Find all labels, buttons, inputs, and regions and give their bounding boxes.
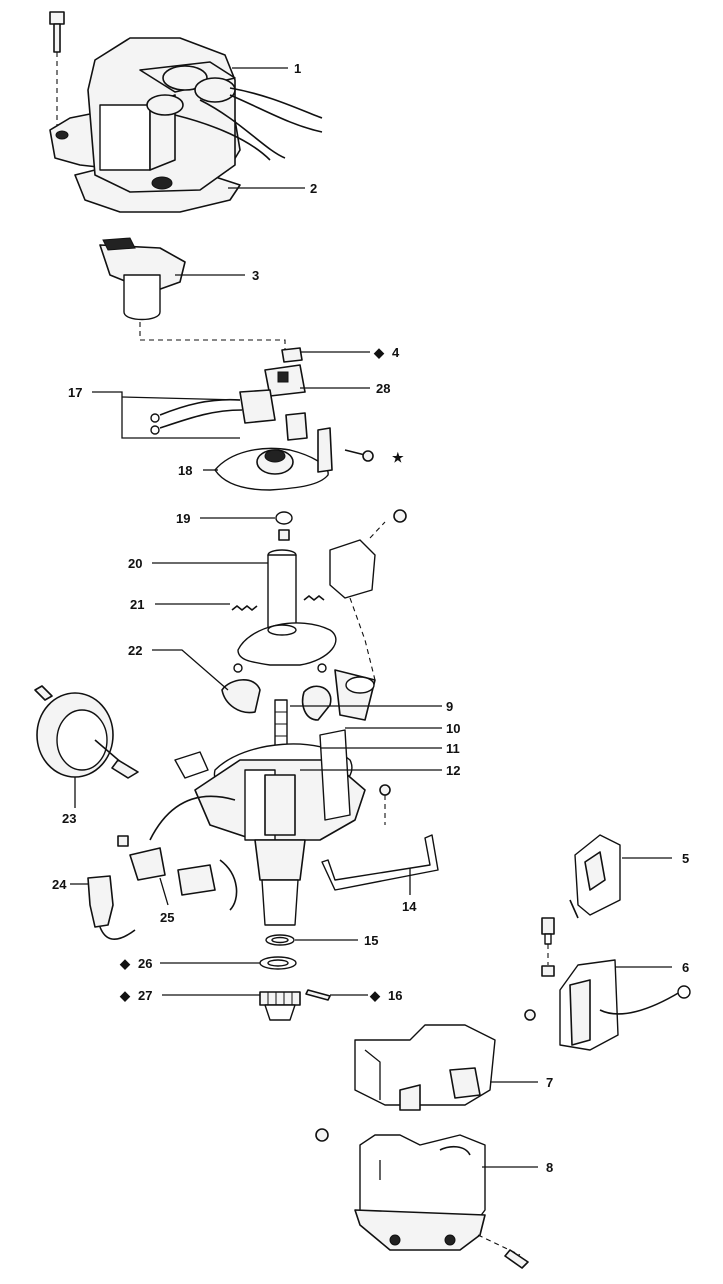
callout-22: 22: [128, 643, 142, 658]
part-26-washer: [259, 956, 297, 970]
part-21-springs: [231, 594, 325, 612]
callout-20: 20: [128, 556, 142, 571]
part-2-distributor-cap: [49, 11, 241, 213]
callout-9: 9: [446, 699, 453, 714]
callout-18: 18: [178, 463, 192, 478]
leader-25: [159, 877, 169, 906]
part-17-pickup-coil: [150, 389, 308, 441]
callout-14: 14: [402, 899, 417, 914]
callout-26: 26: [138, 956, 152, 971]
leader-22: [152, 649, 229, 691]
callout-4-diamond: ◆: [373, 345, 385, 360]
callout-2: 2: [310, 181, 317, 196]
part-24-plug: [87, 875, 136, 940]
part-1-ignition-wires: [139, 61, 323, 161]
callout-17: 17: [68, 385, 82, 400]
callout-16: 16: [388, 988, 402, 1003]
vacuum-bracket: [329, 509, 407, 681]
part-18-breaker-plate: [214, 427, 374, 491]
callout-21: 21: [130, 597, 144, 612]
callout-24: 24: [52, 877, 67, 892]
part-5-igniter-cover: [569, 834, 621, 919]
callout-12: 12: [446, 763, 460, 778]
distributor-housing: [174, 669, 391, 926]
callout-10: 10: [446, 721, 460, 736]
part-8-housing: [315, 1128, 529, 1269]
part-22-weights: [221, 663, 332, 721]
part-15-washer: [265, 934, 295, 946]
part-28-pickup-block: [264, 364, 306, 397]
callout-16-diamond: ◆: [369, 988, 381, 1003]
callout-labels: 1 2 3 ◆ 4 28 17 ★ 18 19 20 21 22 9 10 11…: [52, 61, 689, 1175]
part-7-shield: [354, 1024, 496, 1111]
part-6-igniter: [524, 917, 691, 1051]
callout-19: 19: [176, 511, 190, 526]
callout-23: 23: [62, 811, 76, 826]
leader-lines: [70, 67, 672, 1168]
callout-8: 8: [546, 1160, 553, 1175]
callout-4: 4: [392, 345, 400, 360]
callout-28: 28: [376, 381, 390, 396]
callout-27: 27: [138, 988, 152, 1003]
callout-11: 11: [446, 741, 460, 756]
part-23-vacuum-advance: [34, 685, 139, 779]
part-3-rotor: [99, 237, 186, 321]
callout-7: 7: [546, 1075, 553, 1090]
part-20-cam-shaft: [237, 549, 337, 666]
callout-25: 25: [160, 910, 174, 925]
callout-1: 1: [294, 61, 301, 76]
callout-18-star: ★: [392, 450, 404, 465]
part-14-bracket: [321, 834, 439, 891]
callout-5: 5: [682, 851, 689, 866]
leader-17: [92, 391, 240, 439]
callout-3: 3: [252, 268, 259, 283]
part-4-clip: [281, 347, 303, 363]
callout-27-diamond: ◆: [119, 988, 131, 1003]
part-25-sensor-module: [117, 795, 238, 911]
callout-26-diamond: ◆: [119, 956, 131, 971]
part-16-pin: [305, 989, 331, 1001]
callout-6: 6: [682, 960, 689, 975]
part-19-cap: [275, 511, 293, 541]
rotor-alignment-line: [139, 322, 286, 350]
callout-15: 15: [364, 933, 378, 948]
part-27-drive-gear: [259, 991, 301, 1021]
